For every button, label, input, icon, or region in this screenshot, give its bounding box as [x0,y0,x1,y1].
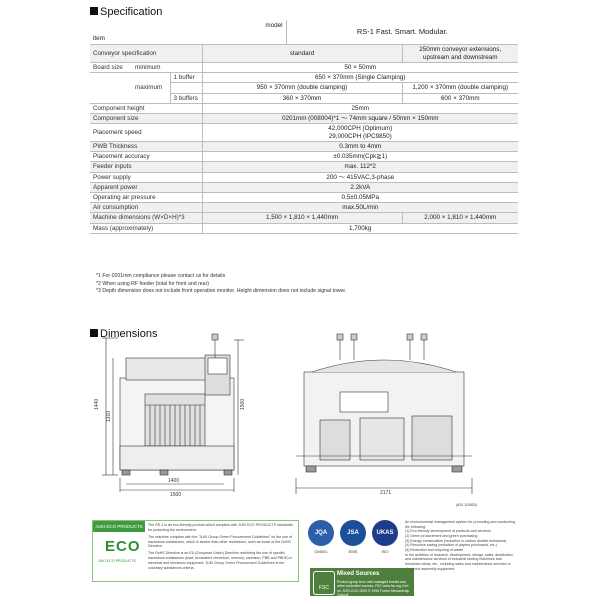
row-label: Feeder inputs [90,161,202,173]
eco-description: The RS-1 is an eco-friendly product whic… [148,523,293,570]
eco-tab: JUKI ECO PRODUCTS [93,521,145,532]
dimensions-heading: Dimensions [90,328,157,340]
eco-logo-caption: JUKI ECO PRODUCTS [98,559,136,563]
dim-height-right: 1500 [240,399,246,410]
table-row: Board size minimum 50 × 50mm [90,62,518,74]
cert-caption: CM001 [314,549,328,554]
row-value: 1,700kg [201,223,518,234]
row-value: 950 × 370mm (double clamping) [201,82,402,94]
eco-products-panel: JUKI ECO PRODUCTS ECO JUKI ECO PRODUCTS … [92,520,299,582]
row-label: Machine dimensions (W×D×H)*3 [90,212,202,224]
table-header-row: model item RS-1 Fast. Smart. Modular. [90,20,518,46]
row-value-extension: 250mm conveyor extensions, upstream and … [401,44,518,63]
row-label: Power supply [90,172,202,183]
dim-height-outer: 1440 [94,399,100,410]
table-row: Mass (approximately) 1,700kg [90,223,518,234]
row-label: Board size [90,62,132,74]
dim-width-outer: 1500 [170,492,181,498]
footnotes: *1 For 0201mm compliance please contact … [96,273,346,296]
row-value: 2.2kVA [201,182,518,193]
footnote: *1 For 0201mm compliance please contact … [96,273,226,279]
table-row: Placement accuracy±0.035mm(Cpk≧1) [90,151,518,163]
row-value: 650 × 370mm (Single Clamping) [201,72,518,84]
cert-caption: ISO [381,549,389,554]
fsc-text: Product group from well-managed forests … [337,580,410,598]
front-view-machine [119,333,235,476]
sub-label: 1 buffer [169,72,202,84]
item-label: item [93,35,105,43]
cert-caption: EMS [348,549,358,554]
row-label: Component height [90,103,202,115]
dim-width-inner: 1400 [168,478,179,484]
model-name: RS-1 Fast. Smart. Modular. [285,20,518,46]
row-label: Conveyor specification [90,44,202,63]
drawing-code: (A31 110503) [456,503,477,507]
row-value: 25mm [201,103,518,115]
footnote: *2 When using RF feeder (total for front… [96,280,210,287]
ukas-cert-icon: UKAS [372,520,398,546]
specification-table: model item RS-1 Fast. Smart. Modular. Co… [90,20,518,234]
heading-square-icon [90,7,98,15]
row-value: 0.3mm to 4mm [201,141,518,153]
row-label: Placement speed [90,123,202,142]
row-value: 0.5±0.05MPa [201,192,518,204]
fsc-title: Mixed Sources [337,571,380,577]
front-view-dimension-lines [102,337,244,492]
sub-label: 3 buffers [169,93,202,104]
eco-logo: ECO [105,538,141,555]
jqa-cert-icon: JQA [308,520,334,546]
dim-height-inner: 1310 [106,411,112,422]
specification-heading: Specification [90,6,162,18]
side-view-dimension-lines [295,478,473,494]
table-row: 3 buffers 360 × 370mm 600 × 370mm [90,93,518,104]
row-value: max.50L/min [201,202,518,214]
sub-label: minimum [132,62,202,74]
heading-square-icon [90,329,98,337]
row-label: PWB Thickness [90,141,202,153]
row-value: 42,000CPH (Optimum) 29,000CPH (IPC9850) [201,123,518,142]
row-label: Air consumption [90,202,202,214]
dim-width-side: 2171 [380,490,391,496]
table-row: Machine dimensions (W×D×H)*3 1,500 × 1,8… [90,212,518,224]
footnote: *3 Depth dimension does not include fron… [96,288,347,295]
row-value: max. 112*2 [201,161,518,173]
row-value: 360 × 370mm [201,93,402,104]
row-label: Mass (approximately) [90,223,202,234]
row-label: Component size [90,113,202,125]
fsc-badge: FSC Mixed Sources Product group from wel… [310,568,414,598]
sub-label: maximum [132,72,170,104]
table-row: maximum 1 buffer 650 × 370mm (Single Cla… [90,72,518,104]
row-value: ±0.035mm(Cpk≧1) [201,151,518,163]
row-value: 0201mm (008004)*1 ～ 74mm square / 50mm ×… [201,113,518,125]
table-row: 950 × 370mm (double clamping) 1,200 × 37… [90,82,518,94]
row-label: Apparent power [90,182,202,193]
row-value-extension: 2,000 × 1,810 × 1,440mm [401,212,518,224]
row-value-extension: 600 × 370mm [401,93,518,104]
model-label: model [265,22,283,29]
row-value: 1,500 × 1,810 × 1,440mm [201,212,402,224]
jsa-cert-icon: JSA [340,520,366,546]
row-label: Placement accuracy [90,151,202,163]
fsc-tree-icon: FSC [313,571,335,595]
row-value: 200 ～ 415VAC,3-phase [201,172,518,183]
environment-policy-list: An environmental management system for p… [405,520,515,571]
row-value-extension: 1,200 × 370mm (double clamping) [401,82,518,94]
row-value: 50 × 50mm [201,62,518,74]
row-label: Operating air pressure [90,192,202,204]
row-value: standard [201,44,402,63]
table-row: Conveyor specification standard 250mm co… [90,44,518,63]
side-view-machine [296,333,472,473]
